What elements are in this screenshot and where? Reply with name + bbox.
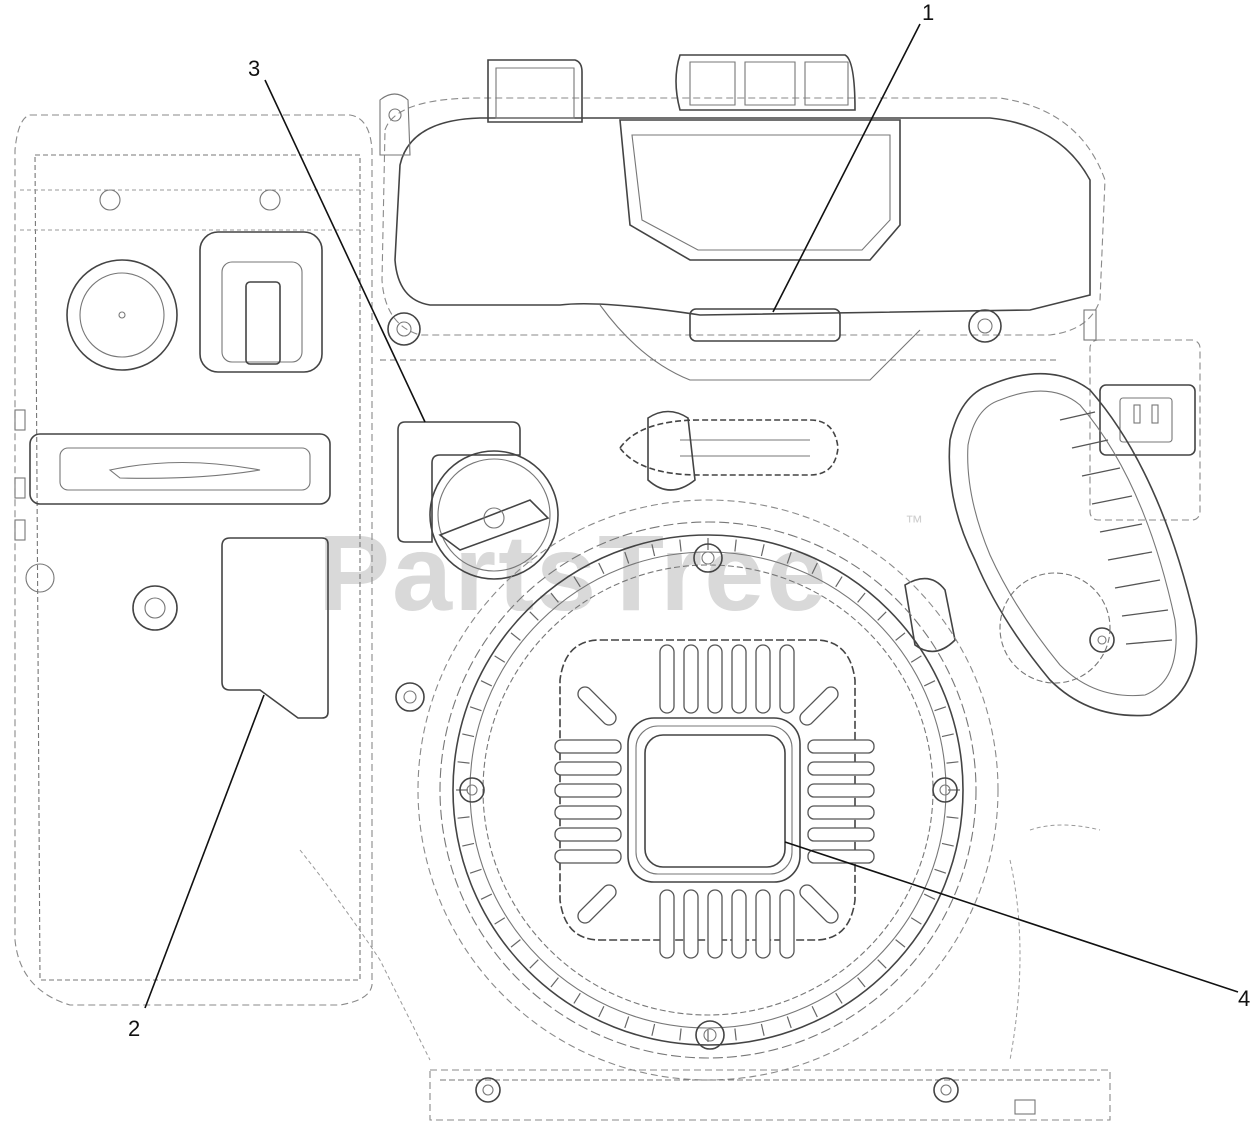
control-panel (14, 114, 373, 1006)
watermark-trademark: ™ (905, 512, 923, 532)
decal-4-outline (644, 734, 786, 868)
valve-cover (379, 54, 1106, 381)
watermark: PartsTree ™ (318, 512, 923, 633)
callout-label-2: 2 (128, 1016, 140, 1041)
electric-starter (904, 309, 1201, 831)
callout-2: 2 (128, 694, 265, 1041)
fuel-valve-area (397, 410, 839, 580)
mounting-base (299, 849, 1111, 1121)
callout-label-1: 1 (922, 0, 934, 25)
callout-1: 1 (772, 0, 934, 313)
recoil-starter (395, 499, 999, 1081)
callout-label-3: 3 (248, 56, 260, 81)
decal-2-outline (221, 537, 329, 719)
callout-3: 3 (248, 56, 426, 423)
decal-1-outline (689, 308, 841, 342)
decal-3-outline (397, 421, 521, 543)
watermark-text: PartsTree (318, 512, 828, 633)
callout-label-4: 4 (1238, 986, 1250, 1011)
callout-4: 4 (784, 841, 1250, 1011)
